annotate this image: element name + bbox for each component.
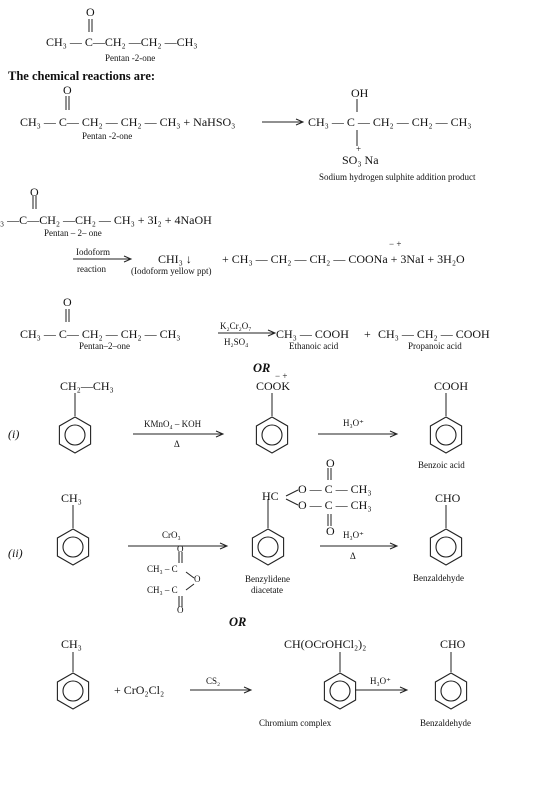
compound-name: Pentan–2–one xyxy=(79,341,130,351)
product-formula: + CH₃ — CH₂ — CH₂ — COONa + 3NaI + 3H₂O xyxy=(222,252,465,266)
substituent-label: CHO xyxy=(435,491,461,505)
anhydride-oxygen: O xyxy=(177,605,184,615)
product-formula: CH₃ — CH₂ — COOH xyxy=(378,327,490,341)
carbonyl-oxygen: O xyxy=(63,295,72,309)
reagent-label: H₂SO₄ xyxy=(224,337,249,347)
acetate-group: O — C — CH₃ xyxy=(298,482,372,496)
carbonyl-oxygen: O xyxy=(326,524,335,538)
condition-label: reaction xyxy=(77,264,106,274)
compound-name: Pentan -2-one xyxy=(105,53,156,63)
methine-group: HC xyxy=(262,489,279,503)
reagent-label: H₃O⁺ xyxy=(370,676,391,686)
substituent-label: CH₃ xyxy=(61,491,82,505)
intermediate-name: Chromium complex xyxy=(259,718,332,728)
solvent-label: CS₂ xyxy=(206,676,221,686)
product-name: Sodium hydrogen sulphite addition produc… xyxy=(319,172,476,182)
benzene-ring-i-mid xyxy=(255,416,289,454)
reagent-label: Δ xyxy=(174,439,180,449)
anhydride-group: CH₃ – C xyxy=(147,564,178,574)
substituent-label: COOH xyxy=(434,379,469,393)
carbonyl-oxygen: O xyxy=(86,5,95,19)
benzene-ring-iii-left xyxy=(56,672,90,710)
condition-label: Iodoform xyxy=(76,247,110,257)
reaction-label: (ii) xyxy=(8,546,23,560)
product-formula: CH₃ — COOH xyxy=(276,327,349,341)
product-name: Propanoic acid xyxy=(408,341,462,351)
reagent-label: H₃O⁺ xyxy=(343,418,364,428)
substituent-label: CH₃ xyxy=(61,637,82,651)
iodoform-note: (Iodoform yellow ppt) xyxy=(131,266,212,276)
positive-charge: + xyxy=(356,144,362,154)
carbonyl-oxygen: O xyxy=(63,83,72,97)
section-heading: The chemical reactions are: xyxy=(8,69,156,83)
anhydride-bridge-oxygen: O xyxy=(194,574,201,584)
compound-name: Pentan – 2– one xyxy=(44,228,102,238)
intermediate-name: Benzylidene xyxy=(245,574,290,584)
reagent-label: H₃O⁺ xyxy=(343,530,364,540)
benzene-ring-ii-left xyxy=(56,528,90,566)
or-separator: OR xyxy=(253,361,271,375)
benzene-ring-i-right xyxy=(429,416,463,454)
intermediate-name: diacetate xyxy=(251,585,283,595)
sulphonate-group: SO₃ Na xyxy=(342,153,379,167)
product-name: Benzoic acid xyxy=(418,460,465,470)
benzene-ring-iii-mid xyxy=(323,672,357,710)
pentan-2-one-formula: CH₃ — C—CH₂ —CH₂ —CH₃ xyxy=(46,35,198,49)
reagent-formula: + CrO₂Cl₂ xyxy=(114,683,165,697)
substituent-label: COOK xyxy=(256,379,291,393)
product-formula: CH₃ — C — CH₂ — CH₂ — CH₃ xyxy=(308,115,472,129)
ionic-charges: − + xyxy=(275,371,288,381)
ionic-charges: − + xyxy=(389,239,402,249)
benzene-ring-i-left xyxy=(58,416,92,454)
carbonyl-oxygen: O xyxy=(326,456,335,470)
benzene-ring-ii-mid xyxy=(251,528,285,566)
reactant-formula: CH₃ — C— CH₂ — CH₂ — CH₃ xyxy=(20,327,181,341)
reagent-label: KMnO₄ – KOH xyxy=(144,419,202,429)
hydroxyl-group: OH xyxy=(351,86,369,100)
plus-sign: + xyxy=(364,327,371,341)
reactant-formula: CH₃ — C— CH₂ — CH₂ — CH₃ + NaHSO₃ xyxy=(20,115,236,129)
reaction-label: (i) xyxy=(8,427,20,441)
product-name: Ethanoic acid xyxy=(289,341,339,351)
acetate-group: O — C — CH₃ xyxy=(298,498,372,512)
carbonyl-oxygen: O xyxy=(30,185,39,199)
intermediate-formula: CH(OCrOHCl₂)₂ xyxy=(284,637,367,651)
anhydride-oxygen: O xyxy=(177,544,184,554)
product-name: Benzaldehyde xyxy=(413,573,464,583)
benzene-ring-iii-right xyxy=(434,672,468,710)
benzene-ring-ii-right xyxy=(429,528,463,566)
or-separator: OR xyxy=(229,615,247,629)
anhydride-group: CH₃ – C xyxy=(147,585,178,595)
substituent-label: CHO xyxy=(440,637,466,651)
reagent-label: CrO₃ xyxy=(162,530,181,540)
reagent-label: Δ xyxy=(350,551,356,561)
product-name: Benzaldehyde xyxy=(420,718,471,728)
iodoform-formula: CHI₃ ↓ xyxy=(158,252,192,266)
compound-name: Pentan -2-one xyxy=(82,131,133,141)
reactant-formula: ₃ —C—CH₂ —CH₂ — CH₃ + 3I₂ + 4NaOH xyxy=(0,213,212,227)
substituent-label: CH₂—CH₃ xyxy=(60,379,114,393)
reagent-label: K₂Cr₂O₇ xyxy=(220,321,252,331)
